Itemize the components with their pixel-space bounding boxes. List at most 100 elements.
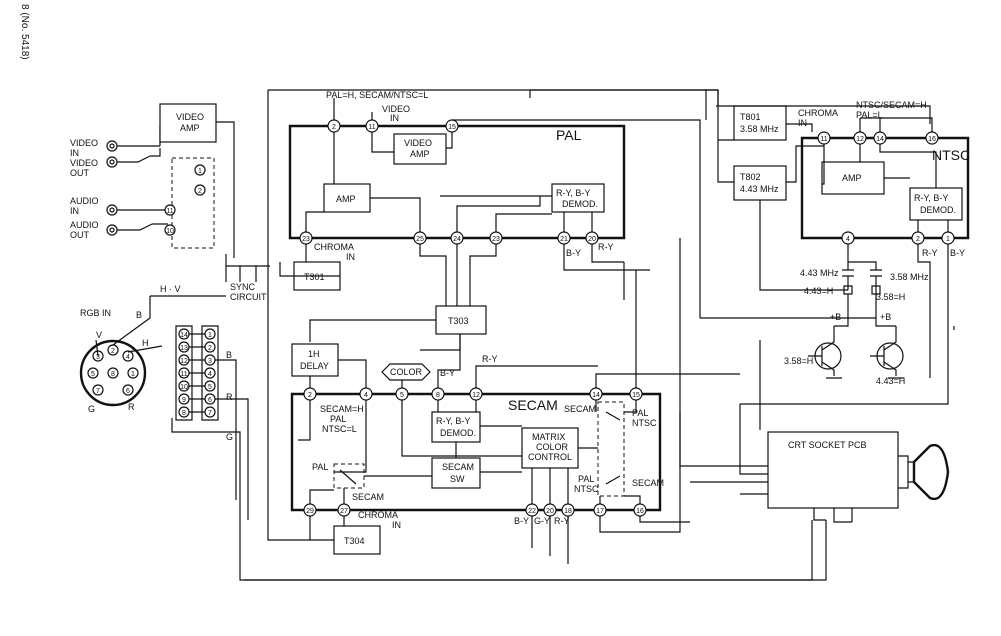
din-pin-6: 6 [126, 388, 130, 395]
secam-mode-label-3: NTSC=L [322, 424, 357, 434]
pal-amp-label: AMP [336, 194, 356, 204]
left-video-amp-label-1: VIDEO [176, 112, 204, 122]
rgb-h-label: H [142, 338, 149, 348]
secam-mode-label-2: PAL [330, 414, 346, 424]
secam-pin-29: 29 [306, 508, 314, 515]
audio-out-label-1: AUDIO [70, 220, 99, 230]
din-pin-1: 1 [131, 371, 135, 378]
secam-out-gy: G-Y [534, 516, 550, 526]
t303-label: T303 [448, 316, 469, 326]
page-reference: 8 (No. 5418) [19, 4, 30, 60]
crt-socket-pcb [767, 431, 899, 509]
crt-tube-icon [912, 443, 950, 501]
matrix-label-2: COLOR [536, 442, 569, 452]
pal-demod-label-1: R-Y, B-Y [556, 188, 590, 198]
pin-7-right: 7 [208, 410, 212, 417]
pin-1-right: 1 [208, 332, 212, 339]
video-out-label-2: OUT [70, 168, 90, 178]
rgb-v-label: V [96, 330, 102, 340]
secam-pin-4: 4 [364, 392, 368, 399]
left-video-amp-label-2: AMP [180, 123, 200, 133]
rgb-pin-column-right: 1 2 3 4 5 6 7 [201, 325, 219, 421]
secam-mode-label-1: SECAM=H [320, 404, 364, 414]
pin-8-left: 8 [182, 410, 186, 417]
color-control-tag [381, 363, 431, 381]
ntsc-by-label: B-Y [950, 248, 965, 258]
rgb-b2-label: B [226, 350, 232, 360]
matrix-label-3: CONTROL [528, 452, 572, 462]
din-pin-2: 2 [111, 348, 115, 355]
av-pin-2: 2 [198, 188, 202, 195]
rgb-g-label: G [88, 404, 95, 414]
pal-pin-2: 2 [332, 124, 336, 131]
secam-pin-22: 22 [528, 508, 536, 515]
pin-10-left: 10 [180, 384, 188, 391]
pal-demod [551, 183, 605, 213]
ntsc-demod [909, 187, 963, 221]
audio-out-label-2: OUT [70, 230, 90, 240]
pal-pin-11: 11 [368, 124, 375, 131]
tr-443-label: 4.43=H [876, 376, 905, 386]
left-video-amp [159, 103, 217, 143]
pin-9-left: 9 [182, 397, 186, 404]
pal-pin-23a: 23 [302, 236, 310, 243]
ntsc-amp [821, 161, 885, 195]
secam-out-ry: R-Y [554, 516, 570, 526]
secam-pin-5: 5 [400, 392, 404, 399]
lower-switch-ntsc-label: NTSC [574, 484, 599, 494]
pin-11-left: 11 [180, 371, 187, 378]
t801-label-2: 3.58 MHz [740, 124, 779, 134]
av-switch-module [171, 157, 215, 249]
pin-6-right: 6 [208, 397, 212, 404]
right-switch-ntsc-label: NTSC [632, 418, 657, 428]
pal-ntsc-switch-right [597, 401, 625, 497]
secam-chroma-in-label-1: CHROMA [358, 510, 398, 520]
secam-sw-label-2: SW [450, 474, 465, 484]
t802-label-2: 4.43 MHz [740, 184, 779, 194]
t802-transformer [733, 165, 787, 201]
ntsc-amp-label: AMP [842, 173, 862, 183]
ntsc-pin-4: 4 [846, 236, 850, 243]
secam-chroma-in-label-2: IN [392, 520, 401, 530]
ntsc-demod-label-2: DEMOD. [920, 205, 956, 215]
t301-label: T301 [304, 272, 325, 282]
av-jacks: VIDEO IN VIDEO OUT AUDIO IN AUDIO OUT [70, 126, 168, 240]
t304-label: T304 [344, 536, 365, 546]
t303-transformer [435, 305, 487, 335]
rgb-b-label: B [136, 310, 142, 320]
pal-video-in-label-2: IN [390, 113, 399, 123]
crystal-358-label: 3.58 MHz [890, 272, 929, 282]
rgb-g2-label: G [226, 432, 233, 442]
video-in-label-2: IN [70, 148, 79, 158]
right-switch-secam-label: SECAM [564, 404, 596, 414]
t304-transformer [333, 525, 381, 555]
pal-video-amp-label-1: VIDEO [404, 138, 432, 148]
ntsc-pin-1: 1 [946, 236, 950, 243]
secam-pin-20: 20 [546, 508, 554, 515]
pal-pin-20: 20 [588, 236, 596, 243]
ntsc-pin-14: 14 [876, 136, 884, 143]
ntsc-pin-11: 11 [820, 136, 827, 143]
av-pin-10: 10 [166, 228, 174, 235]
pin-13-left: 13 [180, 345, 188, 352]
pal-pin-24: 24 [453, 236, 461, 243]
pal-pin-25: 25 [416, 236, 424, 243]
rgb-r-label: R [128, 402, 135, 412]
lower-switch-pal-label: PAL [578, 474, 594, 484]
pal-pins: 2 11 15 23 25 24 23 21 20 [299, 119, 599, 245]
ntsc-pin-2: 2 [916, 236, 920, 243]
pin-4-right: 4 [208, 371, 212, 378]
delay-label-2: DELAY [300, 361, 329, 371]
plus-b-1: +B [830, 312, 841, 322]
sync-circuit-label-2: CIRCUIT [230, 292, 267, 302]
secam-pin-2: 2 [308, 392, 312, 399]
av-pin-11: 11 [166, 208, 173, 215]
t801-label-1: T801 [740, 112, 761, 122]
t801-transformer [733, 105, 787, 141]
secam-pin-17: 17 [596, 508, 604, 515]
audio-in-label-2: IN [70, 206, 79, 216]
crystal-circuit [842, 244, 882, 318]
video-in-label-1: VIDEO [70, 138, 98, 148]
delay-label-1: 1H [308, 349, 320, 359]
ntsc-pin-16: 16 [928, 136, 936, 143]
